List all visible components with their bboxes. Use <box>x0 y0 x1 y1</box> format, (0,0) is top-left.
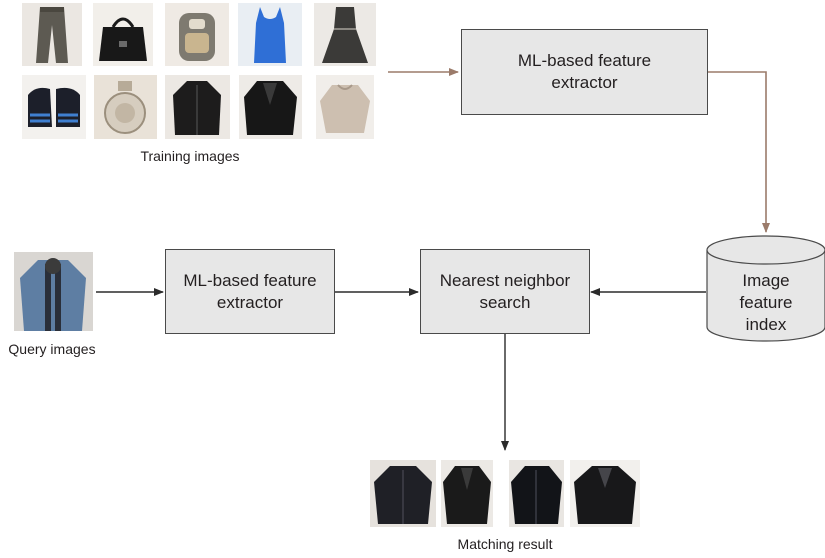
black-jacket-icon <box>165 75 230 139</box>
backpack-icon <box>165 3 229 66</box>
jeans-icon <box>22 3 82 66</box>
black-jacket-result-icon <box>509 460 564 527</box>
beige-sweater-icon <box>316 75 374 139</box>
matching-result-caption: Matching result <box>457 536 553 552</box>
handbag-icon <box>93 3 153 66</box>
perfume-bottle-icon <box>94 75 157 139</box>
top-feature-extractor-label: ML-based feature extractor <box>517 51 652 92</box>
arrow-extractor-to-index <box>707 71 770 233</box>
image-feature-index-label: Image feature index <box>739 271 793 334</box>
training-images-caption: Training images <box>140 148 240 164</box>
black-coat-result-icon <box>570 460 640 527</box>
query-feature-extractor-label: ML-based feature extractor <box>183 270 317 312</box>
query-images-caption: Query images <box>8 341 96 357</box>
black-jacket-result-icon <box>370 460 436 527</box>
leather-jacket-result-icon <box>441 460 493 527</box>
leather-jacket-icon <box>239 75 302 139</box>
query-feature-extractor-box: ML-based feature extractor <box>165 249 335 334</box>
nearest-neighbor-search-label: Nearest neighbor search <box>439 270 571 312</box>
dress-icon <box>314 3 376 66</box>
top-feature-extractor-box: ML-based feature extractor <box>461 29 708 115</box>
blue-tank-top-icon <box>238 3 302 66</box>
denim-jacket-icon <box>14 252 93 331</box>
nearest-neighbor-search-box: Nearest neighbor search <box>420 249 590 334</box>
sneakers-icon <box>22 75 86 139</box>
